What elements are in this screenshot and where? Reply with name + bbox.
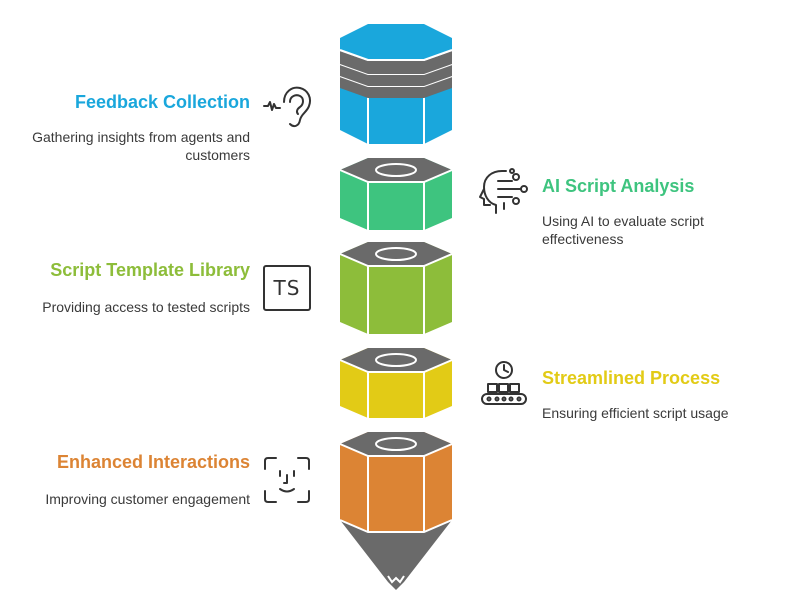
conveyor-clock-icon (478, 358, 530, 410)
segment-enhanced-interactions (339, 432, 453, 590)
step-enhanced-interactions: Enhanced Interactions Improving customer… (20, 450, 250, 508)
step-title: Streamlined Process (542, 368, 721, 388)
step-ai-script-analysis: AI Script Analysis Using AI to evaluate … (542, 174, 772, 248)
step-description: Gathering insights from agents and custo… (32, 129, 250, 163)
step-title: AI Script Analysis (542, 176, 695, 196)
step-streamlined-process: Streamlined Process Ensuring efficient s… (542, 366, 772, 422)
step-title: Feedback Collection (74, 92, 250, 112)
ai-head-icon (478, 165, 530, 217)
segment-script-template-library (339, 242, 453, 334)
step-title: Enhanced Interactions (56, 452, 250, 472)
segment-streamlined-process (339, 348, 453, 418)
face-scan-icon (262, 455, 312, 505)
ts-file-icon: TS (263, 265, 311, 311)
step-title: Script Template Library (50, 260, 250, 280)
step-description: Ensuring efficient script usage (542, 405, 729, 421)
segment-feedback-collection (339, 24, 453, 144)
ear-icon (262, 82, 314, 132)
step-description: Providing access to tested scripts (42, 299, 250, 315)
step-script-template-library: Script Template Library Providing access… (20, 258, 250, 316)
step-feedback-collection: Feedback Collection Gathering insights f… (20, 90, 250, 164)
segment-ai-script-analysis (339, 158, 453, 230)
step-description: Improving customer engagement (45, 491, 250, 507)
step-description: Using AI to evaluate script effectivenes… (542, 213, 704, 247)
